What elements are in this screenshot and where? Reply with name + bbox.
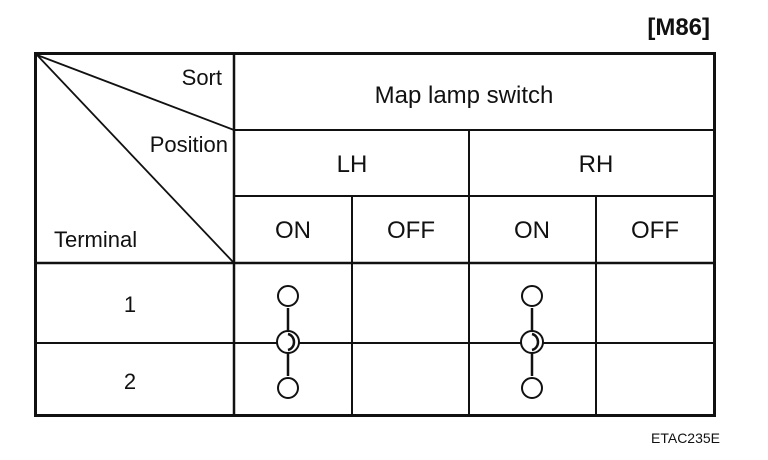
side-label-rh: RH (579, 151, 614, 178)
junction-contact (287, 332, 296, 352)
switch-table: Sort Position Terminal Map lamp switch L… (34, 52, 716, 423)
terminal-node (521, 377, 543, 399)
diagonal-line-lower (36, 54, 235, 264)
side-label-lh: LH (337, 151, 368, 178)
connection-rh-on (520, 285, 544, 399)
sort-label: Sort (182, 65, 222, 90)
connection-lh-on (276, 285, 300, 399)
position-lh-on: ON (275, 217, 311, 244)
switch-table-svg: Sort Position Terminal Map lamp switch L… (34, 52, 716, 417)
terminal-node (277, 285, 299, 307)
junction-contact (531, 332, 540, 352)
position-rh-off: OFF (631, 217, 679, 244)
table-title: Map lamp switch (375, 82, 554, 109)
position-rh-on: ON (514, 217, 550, 244)
terminal-2-label: 2 (124, 369, 136, 394)
table-border (34, 52, 716, 417)
reference-code: [M86] (647, 14, 710, 41)
terminal-node (277, 377, 299, 399)
terminal-label: Terminal (54, 227, 137, 252)
figure-code: ETAC235E (651, 430, 720, 446)
position-lh-off: OFF (387, 217, 435, 244)
terminal-1-label: 1 (124, 292, 136, 317)
position-label: Position (150, 132, 228, 157)
diagonal-line-upper (36, 54, 235, 131)
terminal-node (521, 285, 543, 307)
